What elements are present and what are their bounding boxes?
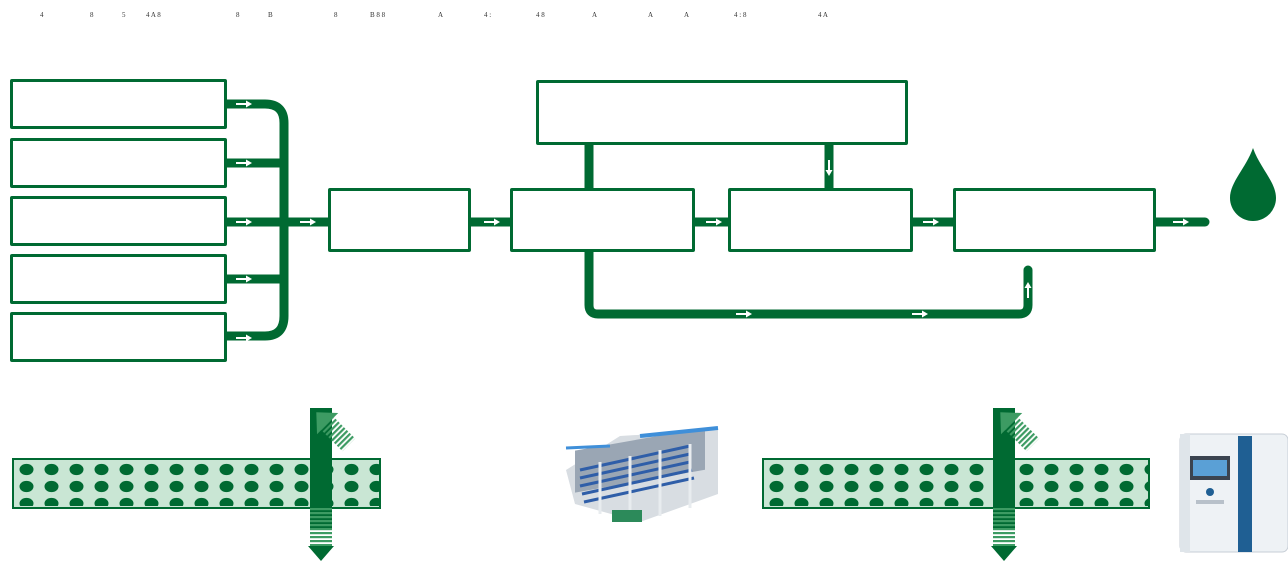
top-process-box	[536, 80, 908, 145]
control-cabinet-photo	[1179, 433, 1288, 553]
down-arrow-icon	[825, 160, 833, 176]
header-glyph: B 8 8	[370, 11, 386, 19]
header-glyph: B	[268, 11, 273, 19]
source-box-1	[10, 79, 227, 129]
right-arrow-icon	[236, 100, 252, 108]
right-arrow-icon	[236, 275, 252, 283]
stage-box-1	[328, 188, 471, 252]
header-glyph: A	[438, 11, 444, 19]
source-box-4	[10, 254, 227, 304]
header-glyph: 4 A 8	[146, 11, 161, 19]
right-arrow-icon	[236, 218, 252, 226]
right-arrow-icon	[706, 218, 722, 226]
source-box-3	[10, 196, 227, 246]
header-glyph: 4 :	[484, 11, 492, 19]
right-arrow-icon	[912, 310, 928, 318]
right-arrow-icon	[236, 334, 252, 342]
right-arrow-icon	[736, 310, 752, 318]
header-text: 4 8 5 4 A 8 8 B 8 B 8 8 A 4 : 4 8 A A A …	[0, 10, 1288, 24]
header-glyph: 4 A	[818, 11, 828, 19]
header-glyph: 5	[122, 11, 126, 19]
source-box-5	[10, 312, 227, 362]
header-glyph: A	[684, 11, 690, 19]
right-arrow-icon	[300, 218, 316, 226]
right-arrow-icon	[923, 218, 939, 226]
header-glyph: 4 8	[536, 11, 545, 19]
membrane-illustration-left	[12, 408, 381, 561]
stage-box-4	[953, 188, 1156, 252]
membrane-plant-photo	[565, 426, 719, 522]
flow-arrows	[236, 100, 1189, 342]
right-arrow-icon	[1173, 218, 1189, 226]
water-drop-icon	[1230, 148, 1276, 221]
header-glyph: 8	[334, 11, 338, 19]
stage-box-3	[728, 188, 913, 252]
header-glyph: A	[592, 11, 598, 19]
header-glyph: 4	[40, 11, 44, 19]
header-glyph: A	[648, 11, 654, 19]
right-arrow-icon	[236, 159, 252, 167]
up-arrow-icon	[1024, 282, 1032, 298]
membrane-illustration-right	[762, 408, 1150, 561]
stage-box-2	[510, 188, 695, 252]
header-glyph: 8	[236, 11, 240, 19]
right-arrow-icon	[484, 218, 500, 226]
header-glyph: 4 : 8	[734, 11, 747, 19]
source-box-2	[10, 138, 227, 188]
header-glyph: 8	[90, 11, 94, 19]
